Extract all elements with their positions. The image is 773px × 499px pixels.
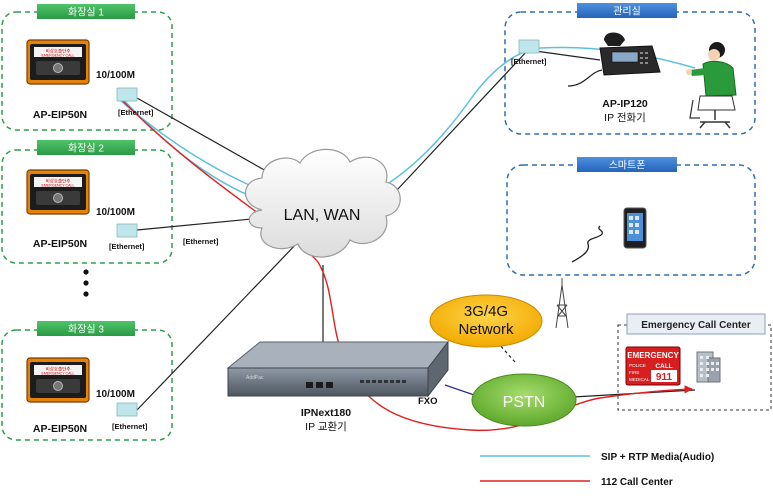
zone-label-restroom-3: 화장실 3 xyxy=(68,324,104,336)
pbx-ports xyxy=(306,382,333,388)
legend-sip-label: SIP + RTP Media(Audio) xyxy=(601,452,714,463)
button-text-2: 비상호출단추 xyxy=(46,178,71,185)
button-text-1b: EMERGENCY CALL xyxy=(41,54,74,58)
zone-label-smartphone: 스마트폰 xyxy=(609,160,646,172)
zone-restroom-3: 화장실 3 xyxy=(1,321,173,441)
ethernet-switch-1 xyxy=(116,87,138,102)
label-ipnext180: IPNext180 xyxy=(301,407,351,419)
label-ap-eip50n-3: AP-EIP50N xyxy=(33,423,87,435)
label-mobile-line1: 3G/4G xyxy=(464,303,508,320)
sign-number: 911 xyxy=(656,372,673,383)
pstn-cloud: PSTN xyxy=(471,373,577,427)
label-mobile-line2: Network xyxy=(458,321,514,338)
zone-label-restroom-1: 화장실 1 xyxy=(68,7,104,19)
device-ap-eip50n-1[interactable]: 비상호출단추 EMERGENCY CALL xyxy=(26,39,90,85)
link-restroom3-lan xyxy=(136,239,301,411)
building-icon xyxy=(696,351,721,383)
label-ethernet-1: [Ethernet] xyxy=(118,108,154,117)
zone-label-emergency: Emergency Call Center xyxy=(641,320,751,331)
label-pstn: PSTN xyxy=(503,394,546,411)
sign-title: EMERGENCY xyxy=(627,351,679,360)
cloud-label-lan-wan: LAN, WAN xyxy=(284,207,361,224)
device-ap-eip50n-3[interactable]: 비상호출단추 EMERGENCY CALL xyxy=(26,357,90,403)
label-ip-pbx: IP 교환기 xyxy=(305,421,347,433)
emergency-sign-icon: EMERGENCY POLICE FIRE MEDICAL CALL 911 xyxy=(625,346,681,386)
ip-phone-ap-ip120[interactable] xyxy=(567,32,661,87)
label-speed-1: 10/100M xyxy=(96,70,135,81)
ethernet-switch-2 xyxy=(116,223,138,238)
zone-label-office: 관리실 xyxy=(613,6,641,18)
link-restroom1-lan xyxy=(136,97,283,181)
label-speed-3: 10/100M xyxy=(96,389,135,400)
label-ethernet-lan: [Ethernet] xyxy=(183,237,219,246)
cell-tower-icon xyxy=(555,278,569,329)
device-ap-eip50n-2[interactable]: 비상호출단추 EMERGENCY CALL xyxy=(26,169,90,215)
label-fxo: FXO xyxy=(418,396,438,407)
sign-police: POLICE xyxy=(629,363,646,368)
link-pstn-mobile xyxy=(497,342,516,363)
sign-call: CALL xyxy=(655,363,672,370)
legend-call-center-label: 112 Call Center xyxy=(601,477,673,488)
button-text-3b: EMERGENCY CALL xyxy=(41,372,74,376)
label-ethernet-3: [Ethernet] xyxy=(112,422,148,431)
zone-label-restroom-2: 화장실 2 xyxy=(68,143,104,155)
label-ethernet-2: [Ethernet] xyxy=(109,242,145,251)
sip-line-restroom1 xyxy=(119,46,696,212)
sign-fire: FIRE xyxy=(629,370,639,375)
label-speed-2: 10/100M xyxy=(96,207,135,218)
button-text-2b: EMERGENCY CALL xyxy=(41,184,74,188)
operator-person-icon xyxy=(686,42,737,129)
legend: SIP + RTP Media(Audio) 112 Call Center xyxy=(480,452,714,488)
link-lan-office xyxy=(382,49,529,206)
link-switch-phone xyxy=(527,49,601,61)
button-text-1: 비상호출단추 xyxy=(46,48,71,55)
wireless-signal-icon xyxy=(571,225,603,263)
zone-restroom-1: 화장실 1 xyxy=(1,4,173,131)
ethernet-switch-office xyxy=(518,39,540,54)
ethernet-switch-3 xyxy=(116,402,138,417)
lan-wan-cloud: LAN, WAN xyxy=(245,148,401,258)
zone-restroom-2: 화장실 2 xyxy=(1,140,173,264)
link-restroom2-lan xyxy=(136,217,263,231)
label-ip-phone: IP 전화기 xyxy=(604,112,646,124)
label-ap-ip120: AP-IP120 xyxy=(602,98,648,110)
mobile-network-cloud: 3G/4G Network xyxy=(429,294,543,348)
zone-smartphone: 스마트폰 xyxy=(506,157,756,276)
smartphone-icon xyxy=(623,207,647,249)
label-ethernet-office: [Ethernet] xyxy=(511,57,547,66)
sign-medical: MEDICAL xyxy=(629,377,650,382)
wired-links xyxy=(136,49,696,411)
zone-office: 관리실 xyxy=(504,3,756,135)
label-ap-eip50n-1: AP-EIP50N xyxy=(33,109,87,121)
button-text-3: 비상호출단추 xyxy=(46,366,71,373)
pbx-brand-text: AddPac xyxy=(246,375,264,381)
more-devices-ellipsis xyxy=(83,269,89,297)
label-ap-eip50n-2: AP-EIP50N xyxy=(33,238,87,250)
ip-pbx-ipnext180[interactable]: AddPac xyxy=(226,340,450,398)
